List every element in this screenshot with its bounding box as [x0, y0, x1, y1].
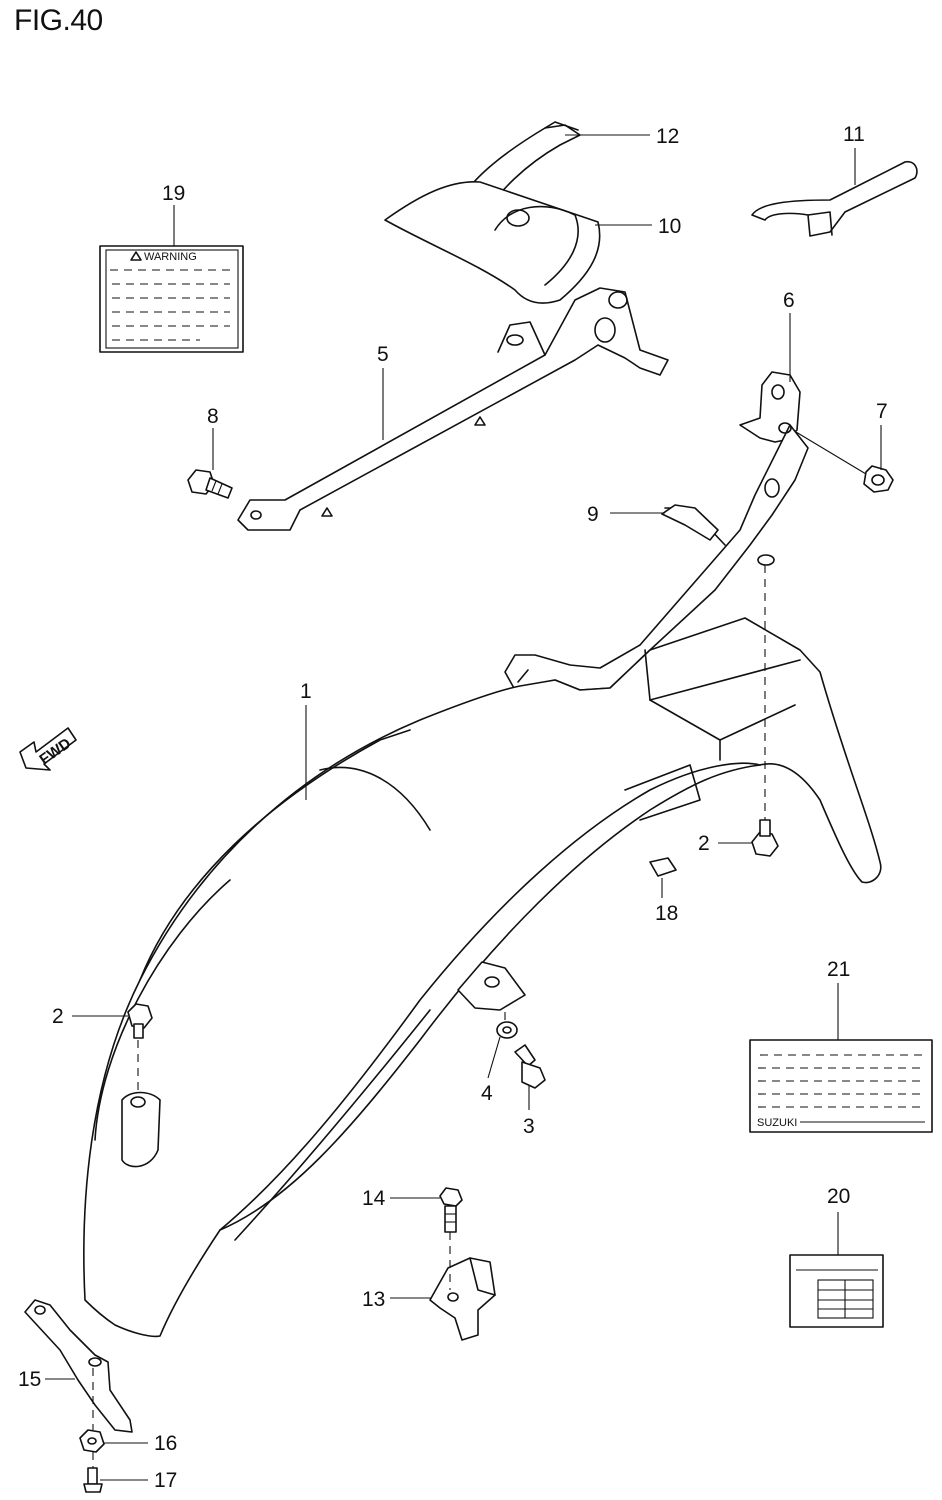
callout-2-upper: 2	[698, 832, 710, 855]
callout-17: 17	[154, 1469, 177, 1492]
callout-4: 4	[481, 1082, 493, 1105]
part-18-pad[interactable]	[649, 857, 677, 877]
part-4-washer[interactable]	[496, 1021, 518, 1039]
part-13-clamp[interactable]	[429, 1257, 496, 1341]
callout-8: 8	[207, 405, 219, 428]
fwd-direction-arrow: FWD	[19, 727, 77, 771]
part-5-seat-rail-left[interactable]	[237, 287, 669, 531]
callout-19: 19	[162, 182, 185, 205]
callout-20: 20	[827, 1185, 850, 1208]
figure-title: FIG.40	[14, 4, 103, 37]
callout-13: 13	[362, 1288, 385, 1311]
part-3-bolt[interactable]	[514, 1044, 546, 1089]
part-17-bolt[interactable]	[83, 1467, 103, 1493]
callout-5: 5	[377, 343, 389, 366]
part-1-rear-fender[interactable]	[83, 617, 882, 1338]
warning-triangle-icon	[130, 251, 142, 261]
callout-10: 10	[658, 215, 681, 238]
part-15-bracket[interactable]	[24, 1299, 133, 1433]
callout-15: 15	[18, 1368, 41, 1391]
callout-7: 7	[876, 400, 888, 423]
callout-14: 14	[362, 1187, 386, 1210]
leader-lines	[45, 134, 882, 1481]
part-16-nut[interactable]	[79, 1429, 105, 1453]
part-7-bolt[interactable]	[863, 465, 894, 493]
callout-1: 1	[300, 680, 312, 703]
warning-label-heading: WARNING	[144, 251, 197, 263]
part-6-bracket[interactable]	[739, 371, 801, 443]
part-21-label: SUZUKI	[749, 1039, 933, 1133]
part-19-warning-label: WARNING	[99, 245, 244, 353]
callout-2-lower: 2	[52, 1005, 64, 1028]
callout-3: 3	[523, 1115, 535, 1138]
part-8-bolt[interactable]	[187, 469, 233, 499]
callout-11: 11	[843, 123, 865, 146]
callout-9: 9	[587, 503, 599, 526]
callout-16: 16	[154, 1432, 177, 1455]
part-10-seat-pad[interactable]	[384, 181, 601, 304]
part-20-plate	[789, 1254, 884, 1328]
plate-brand-text: SUZUKI	[757, 1117, 797, 1129]
part-2-bolt-upper[interactable]	[751, 819, 779, 857]
callout-12: 12	[656, 125, 679, 148]
callout-6: 6	[783, 289, 795, 312]
part-14-bolt[interactable]	[439, 1187, 463, 1233]
callout-18: 18	[655, 902, 678, 925]
part-11-tool-wrench[interactable]	[751, 160, 918, 237]
part-2-bolt-lower[interactable]	[127, 1003, 153, 1039]
callout-21: 21	[827, 958, 850, 981]
arrow-icon	[19, 727, 77, 771]
